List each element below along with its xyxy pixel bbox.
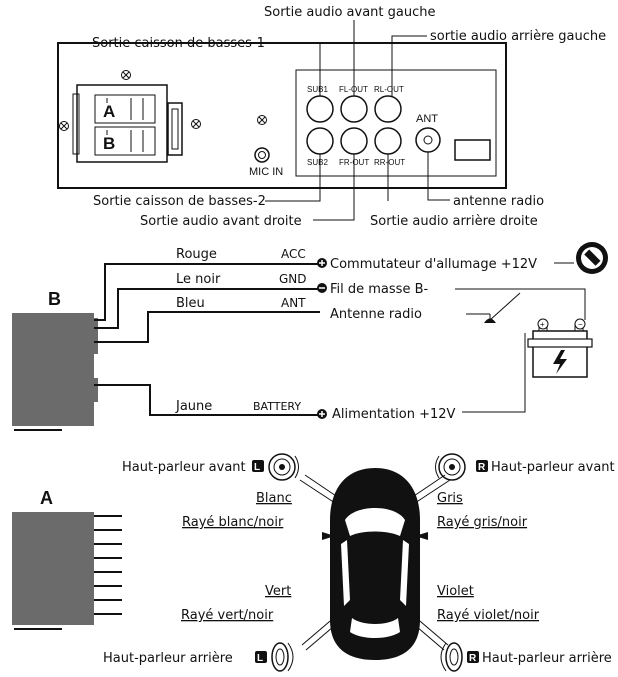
- ignition-key-icon: [576, 242, 608, 274]
- label-sub2-out: Sortie caisson de basses-2: [93, 194, 266, 209]
- badge-l-icon: L: [255, 651, 267, 664]
- wire-front-left-1: Blanc: [256, 491, 292, 506]
- rca-jacks: SUB1 FL-OUT RL-OUT SUB2 FR-OUT RR-OUT: [306, 85, 405, 167]
- jack-rl-label: RL-OUT: [374, 85, 404, 94]
- screw-icon: [59, 121, 69, 131]
- label-fr-out: Sortie audio avant droite: [140, 214, 302, 229]
- wire-rear-left-2: Rayé vert/noir: [181, 608, 274, 623]
- connector-a-letter: A: [40, 488, 53, 508]
- connector-b-body: B: [12, 289, 98, 432]
- screw-icon: [191, 119, 201, 129]
- battery-icon: + −: [527, 318, 593, 378]
- mic-in-label: MIC IN: [249, 166, 283, 178]
- jack-sub1-label: SUB1: [307, 85, 328, 94]
- badge-r-icon: R: [476, 460, 488, 473]
- head-unit-rear-panel: A B MIC IN: [57, 42, 507, 189]
- speaker-rear-right-icon: [440, 642, 463, 672]
- jack-rr-label: RR-OUT: [374, 158, 405, 167]
- screw-icon: [257, 115, 267, 125]
- wire-front-right-1: Gris: [437, 491, 463, 506]
- badge-front-right: R: [478, 462, 486, 473]
- wire-color-lenoir: Le noir: [176, 272, 221, 287]
- antenna-icon: [484, 292, 521, 323]
- plus-icon: [317, 258, 327, 268]
- speaker-rear-left-icon: [271, 642, 294, 672]
- wire-rear-right-1: Violet: [437, 584, 474, 599]
- wire-color-jaune: Jaune: [175, 399, 212, 414]
- label-fl-out: Sortie audio avant gauche: [264, 5, 435, 20]
- minus-icon: [317, 283, 327, 293]
- dest-ground: Fil de masse B-: [330, 282, 428, 297]
- iso-connector: A B: [72, 84, 183, 163]
- badge-front-left: L: [254, 462, 260, 473]
- speaker-wires: [299, 474, 451, 651]
- wire-code-battery: BATTERY: [253, 400, 301, 413]
- svg-text:−: −: [578, 320, 583, 329]
- dest-ignition: Commutateur d'allumage +12V: [330, 257, 537, 272]
- connector-a-body: A: [12, 488, 122, 631]
- wire-front-left-2: Rayé blanc/noir: [182, 515, 284, 530]
- label-rear-right-speaker: Haut-parleur arrière: [482, 651, 612, 666]
- jack-sub2-label: SUB2: [307, 158, 328, 167]
- mic-in-jack: MIC IN: [249, 147, 283, 178]
- component-leader-lines: [455, 262, 586, 413]
- connector-b-letter: B: [48, 289, 61, 309]
- wire-code-gnd: GND: [279, 272, 307, 286]
- label-antenna-radio: antenne radio: [453, 194, 544, 209]
- svg-text:+: +: [540, 320, 545, 329]
- connector-b-wires: [94, 263, 320, 416]
- antenna-jack: ANT: [415, 113, 441, 153]
- screw-icon: [121, 70, 131, 80]
- plus-icon: [317, 409, 327, 419]
- wire-color-rouge: Rouge: [176, 247, 217, 262]
- wire-rear-left-1: Vert: [265, 584, 291, 599]
- wire-front-right-2: Rayé gris/noir: [437, 515, 528, 530]
- top-leader-lines: [254, 20, 450, 221]
- speaker-front-left-icon: [268, 453, 299, 481]
- label-sub1-out: Sortie caisson de basses-1: [92, 36, 265, 51]
- label-rl-out: sortie audio arrière gauche: [430, 29, 606, 44]
- label-front-left-speaker: Haut-parleur avant: [122, 460, 246, 475]
- wire-rear-right-2: Rayé violet/noir: [437, 608, 540, 623]
- speaker-front-right-icon: [435, 453, 466, 481]
- badge-l-icon: L: [252, 460, 264, 473]
- label-front-right-speaker: Haut-parleur avant: [491, 460, 615, 475]
- dest-power: Alimentation +12V: [332, 407, 456, 422]
- wire-code-acc: ACC: [281, 247, 306, 261]
- badge-rear-right: R: [469, 653, 477, 664]
- label-rear-left-speaker: Haut-parleur arrière: [103, 651, 233, 666]
- label-rr-out: Sortie audio arrière droite: [370, 214, 538, 229]
- badge-rear-left: L: [257, 653, 263, 664]
- wire-code-ant: ANT: [281, 296, 306, 310]
- wire-color-bleu: Bleu: [176, 296, 205, 311]
- car-top-view: [322, 468, 428, 660]
- ant-label: ANT: [416, 113, 438, 125]
- dest-antenna: Antenne radio: [330, 307, 422, 322]
- badge-r-icon: R: [467, 651, 479, 664]
- connector-b-label: B: [103, 134, 115, 153]
- connector-a-label: A: [103, 102, 115, 121]
